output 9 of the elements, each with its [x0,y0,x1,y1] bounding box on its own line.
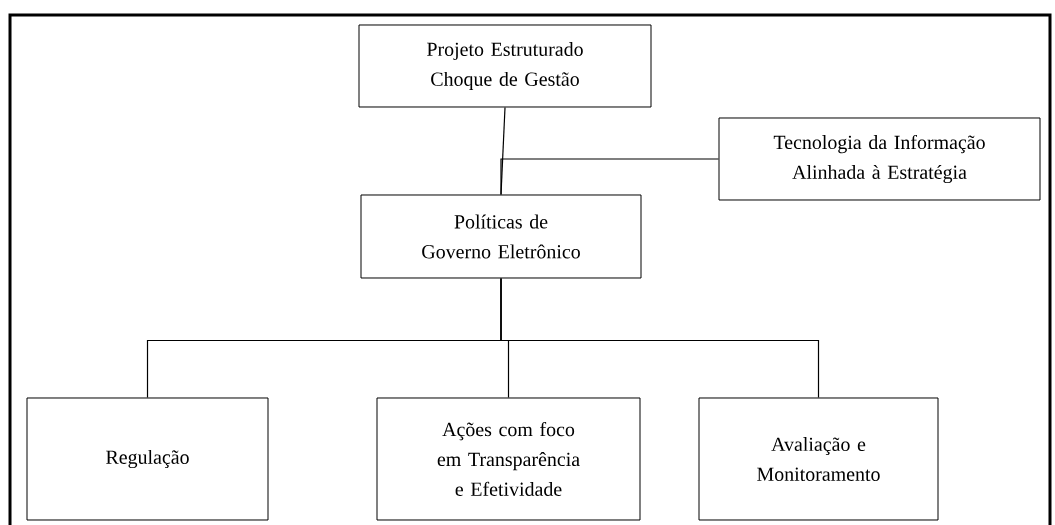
connector-line [500,277,820,399]
org-box: Políticas de Governo Eletrônico [360,194,642,279]
connector-line [500,106,506,196]
org-box: Regulação [26,397,269,521]
connector-line [500,158,720,196]
org-box: Projeto Estruturado Choque de Gestão [358,24,652,108]
org-box: Ações com foco em Transparência e Efetividade [376,397,641,521]
org-box: Avaliação e Monitoramento [698,397,939,521]
org-box: Tecnologia da Informação Alinhada à Estratégia [718,117,1041,201]
